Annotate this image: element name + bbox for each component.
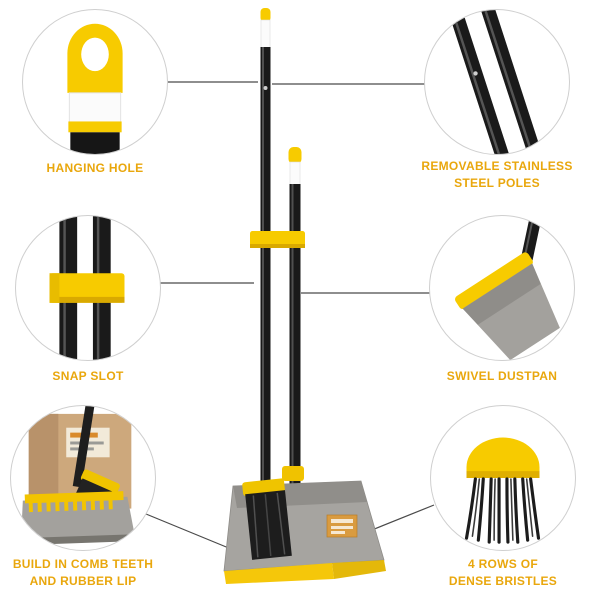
comb-teeth-image [10, 405, 156, 551]
callout-hanging-hole [22, 9, 168, 155]
dustpan [223, 478, 386, 584]
snap-slot-label: SNAP SLOT [52, 369, 124, 383]
hanging-hole-label: HANGING HOLE [46, 161, 144, 175]
swivel-dustpan-illustration [455, 216, 560, 360]
broom-head [242, 478, 292, 560]
broom-pole [260, 8, 271, 483]
pan-hinge [282, 466, 304, 481]
comb-teeth-label: BUILD IN COMB TEETH AND RUBBER LIP [12, 557, 154, 589]
pan-sticker [326, 514, 358, 538]
connector-lines [145, 81, 435, 552]
swivel-dustpan-image [429, 215, 575, 361]
snap-slot-illustration [49, 216, 125, 360]
removable-poles-image [424, 9, 570, 155]
callout-snap-slot [15, 215, 161, 361]
callout-comb-teeth [10, 405, 156, 551]
bristles-illustration [464, 437, 541, 544]
dense-bristles-label: 4 ROWS OF DENSE BRISTLES [448, 557, 558, 589]
callout-swivel-dustpan [429, 215, 575, 361]
hanging-hole-illustration [67, 23, 123, 154]
swivel-dustpan-label: SWIVEL DUSTPAN [446, 369, 558, 383]
callout-removable-poles [424, 9, 570, 155]
snap-clip [250, 231, 305, 248]
dense-bristles-image [430, 405, 576, 551]
removable-poles-label: REMOVABLE STAINLESS STEEL POLES [421, 159, 573, 191]
hanging-hole-image [22, 9, 168, 155]
snap-slot-image [15, 215, 161, 361]
dustpan-pole [288, 147, 302, 520]
comb-teeth-illustration [20, 406, 137, 546]
callout-dense-bristles [430, 405, 576, 551]
poles-illustration [443, 10, 548, 154]
